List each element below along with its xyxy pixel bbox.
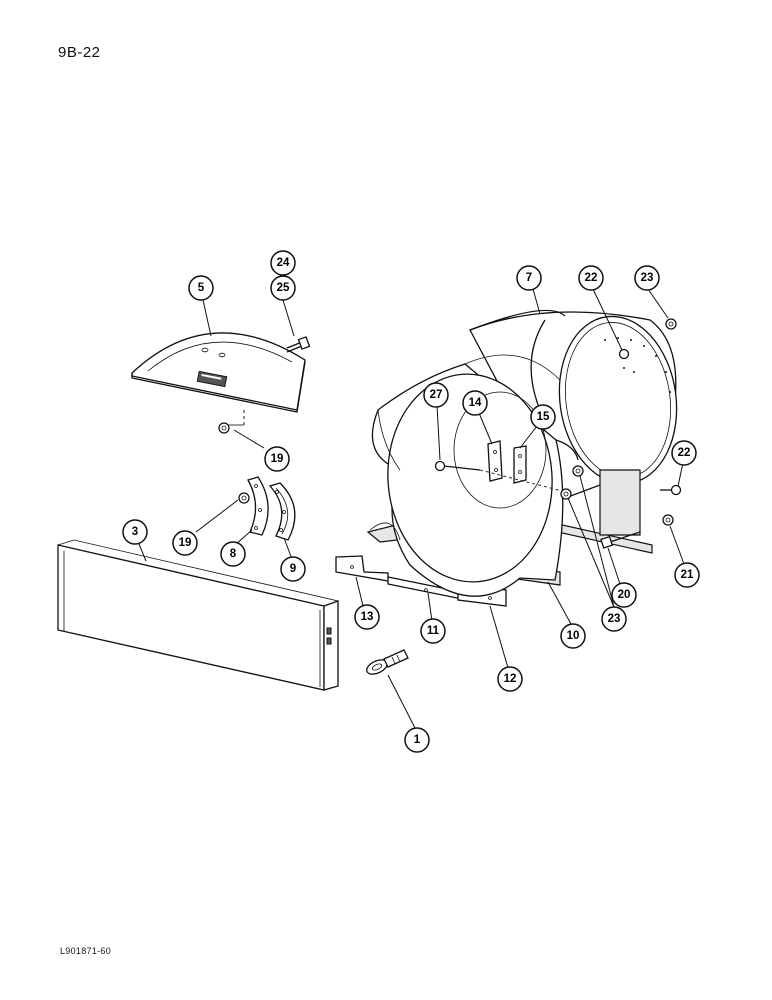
- part-bolt-27: [434, 460, 567, 493]
- callout-22-lower: 22: [671, 440, 697, 466]
- part-bolt-20: [600, 531, 641, 549]
- svg-text:3: 3: [132, 526, 138, 538]
- callout-14: 14: [462, 390, 488, 416]
- callout-9: 9: [280, 556, 306, 582]
- part-nut-19-upper: [218, 410, 245, 434]
- svg-text:19: 19: [179, 537, 192, 549]
- svg-text:15: 15: [537, 411, 550, 423]
- callout-12: 12: [497, 666, 523, 692]
- svg-text:22: 22: [585, 272, 598, 284]
- callout-23-lower: 23: [601, 606, 627, 632]
- part-plate-15: [513, 445, 527, 484]
- part-pin-22-lower: [660, 484, 682, 496]
- callout-27: 27: [423, 382, 449, 408]
- svg-text:20: 20: [618, 589, 631, 601]
- leader-lines: [138, 288, 685, 729]
- callout-5: 5: [188, 275, 214, 301]
- callout-3: 3: [122, 519, 148, 545]
- svg-text:27: 27: [430, 389, 443, 401]
- part-plate-9: [268, 482, 296, 541]
- part-eye-bolt: [366, 649, 409, 675]
- part-side-panel: [57, 539, 340, 691]
- callout-20: 20: [611, 582, 637, 608]
- svg-text:21: 21: [681, 569, 694, 581]
- svg-text:9: 9: [290, 563, 296, 575]
- svg-text:5: 5: [198, 282, 205, 294]
- callout-24: 24: [270, 250, 296, 276]
- svg-text:13: 13: [361, 611, 374, 623]
- callout-1: 1: [404, 727, 430, 753]
- part-plate-8: [247, 476, 269, 536]
- svg-text:12: 12: [504, 673, 517, 685]
- svg-text:1: 1: [414, 734, 421, 746]
- part-pin-22-upper: [618, 348, 630, 360]
- callout-19-lower: 19: [172, 530, 198, 556]
- part-plate-14: [487, 440, 503, 482]
- page-number: 9B-22: [58, 44, 101, 61]
- callout-11: 11: [420, 618, 446, 644]
- callout-19-upper: 19: [264, 446, 290, 472]
- svg-text:8: 8: [230, 548, 237, 560]
- part-front-shroud: [369, 354, 579, 597]
- callout-13: 13: [354, 604, 380, 630]
- callout-15: 15: [530, 404, 556, 430]
- callout-7: 7: [516, 265, 542, 291]
- callout-21: 21: [674, 562, 700, 588]
- part-nut-23-top: [665, 318, 677, 330]
- callout-23-top: 23: [634, 265, 660, 291]
- callout-25: 25: [270, 275, 296, 301]
- part-bolt-24-25: [286, 336, 311, 353]
- callout-10: 10: [560, 623, 586, 649]
- svg-text:19: 19: [271, 453, 284, 465]
- svg-text:23: 23: [641, 272, 654, 284]
- svg-text:10: 10: [567, 630, 580, 642]
- svg-text:11: 11: [427, 625, 440, 637]
- svg-text:22: 22: [678, 447, 691, 459]
- figure-code: L901871-60: [60, 946, 112, 956]
- svg-text:14: 14: [469, 397, 482, 409]
- callout-8: 8: [220, 541, 246, 567]
- part-top-cover: [131, 332, 306, 413]
- svg-text:25: 25: [277, 282, 290, 294]
- part-nut-19-lower: [238, 492, 250, 504]
- svg-text:7: 7: [526, 272, 532, 284]
- part-bracket-13: [335, 555, 389, 582]
- svg-text:23: 23: [608, 613, 621, 625]
- part-nut-21: [662, 514, 674, 526]
- part-nut-23-shroud: [560, 465, 584, 500]
- callout-22-upper: 22: [578, 265, 604, 291]
- svg-text:24: 24: [277, 257, 290, 269]
